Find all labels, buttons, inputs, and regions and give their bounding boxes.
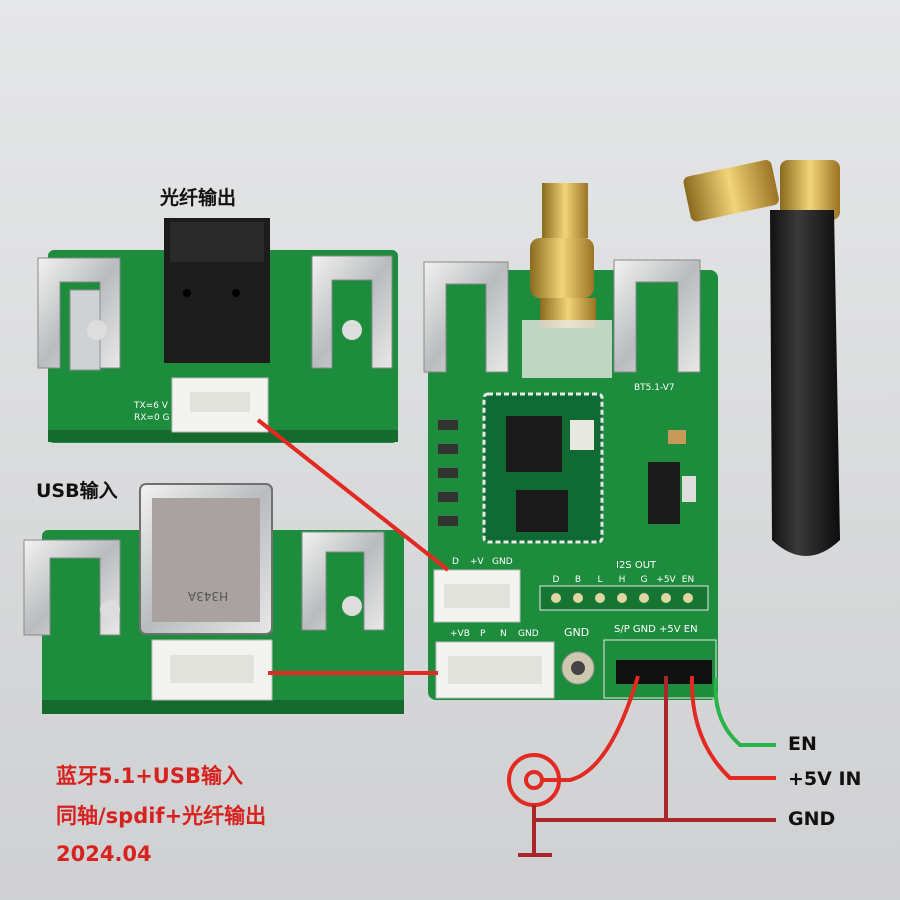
usb-pin-p: P (480, 629, 486, 639)
usb-pin-vb: +VB (450, 629, 470, 639)
optical-output-board: TX=6 V RX=0 G (37, 218, 398, 443)
i2s-pin-d: D (553, 575, 560, 585)
gnd-label: GND (788, 808, 836, 830)
out-pin-labels: S/P GND +5V EN (614, 624, 698, 635)
i2s-title: I2S OUT (616, 560, 657, 571)
usb-pin-gnd: GND (518, 629, 539, 639)
usb-input-label: USB输入 (36, 480, 118, 502)
antenna (683, 160, 840, 556)
in-pin-gnd: GND (492, 557, 513, 567)
in-pin-d: D (452, 557, 459, 567)
opt-pin-tx: TX=6 V (133, 401, 169, 411)
i2s-pin-5v: +5V (656, 575, 676, 585)
board-name: BT5.1-V7 (634, 383, 675, 393)
usb-input-board: H343A (23, 483, 404, 714)
caption-line-1: 蓝牙5.1+USB输入 (56, 764, 243, 788)
in-pin-v: +V (470, 557, 485, 567)
caption-line-3: 2024.04 (56, 842, 152, 866)
i2s-pin-b: B (575, 575, 581, 585)
i2s-pin-l: L (597, 575, 602, 585)
caption-line-2: 同轴/spdif+光纤输出 (56, 804, 267, 828)
output-wiring (507, 675, 776, 857)
opt-pin-rx: RX=0 G (134, 413, 170, 423)
5v-in-label: +5V IN (788, 768, 862, 790)
bluetooth-main-board: BT5.1-V7 I2S OUT D B L H G +5V EN D (423, 183, 718, 700)
en-label: EN (788, 733, 817, 755)
gnd-pad-label: GND (564, 626, 589, 639)
usb-chip-text: H343A (187, 589, 228, 603)
i2s-pin-g: G (641, 575, 648, 585)
i2s-pin-en: EN (682, 575, 694, 585)
i2s-pin-h: H (619, 575, 626, 585)
usb-pin-n: N (500, 629, 507, 639)
connection-lines (256, 418, 450, 675)
optical-output-label: 光纤输出 (160, 187, 237, 209)
